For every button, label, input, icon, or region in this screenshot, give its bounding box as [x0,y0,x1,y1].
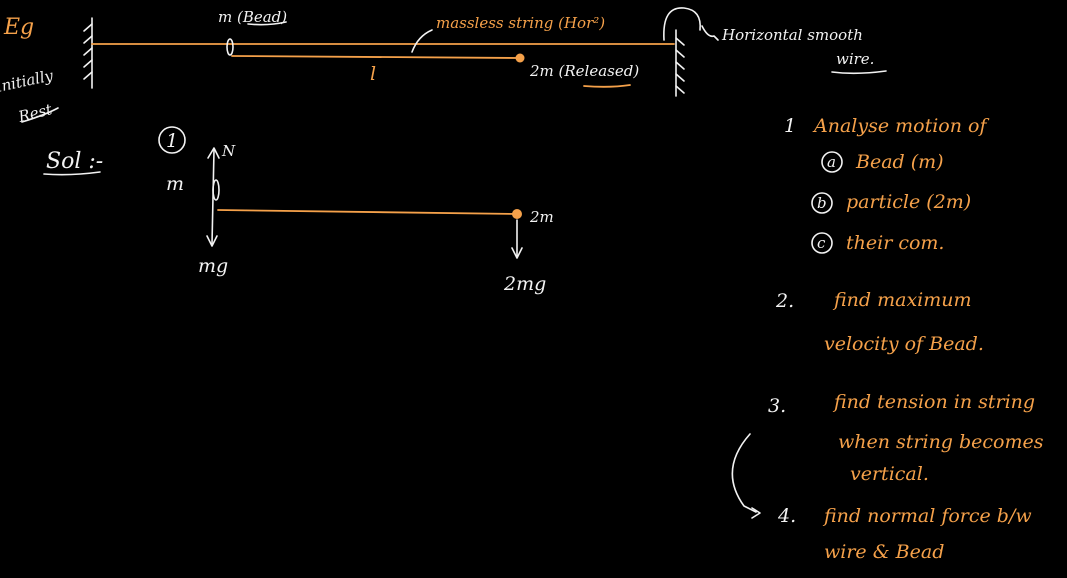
q3-line2: when string becomes [838,431,1044,453]
weight-2m-arrow-icon [511,247,523,259]
wire-pointer-arrow [701,25,719,41]
bead-underline [247,21,287,26]
q1a-tag: a [827,153,836,171]
step-circle [158,126,186,154]
mass-2m-dot [515,53,525,63]
left-wall [83,17,93,89]
weight-m-arrow-icon [206,235,218,247]
q4-number: 4. [777,505,796,527]
q1a-text: Bead (m) [855,151,944,173]
fbd-mass-2m-dot [512,209,522,219]
q1b-circle [811,192,833,214]
q1-number: 1 [784,115,796,137]
group-bracket [731,433,757,513]
wire-underline [831,70,887,75]
mass-2m-label: 2m (Released) [529,62,639,80]
normal-force-label: N [221,142,236,160]
q1-text: Analyse motion of [812,115,989,137]
q3-number: 3. [768,395,786,417]
normal-arrow-icon [207,147,220,159]
q2-line1: find maximum [832,289,972,311]
right-wall [675,29,685,97]
fbd-bead [212,179,220,201]
sol-underline [43,171,101,176]
rest-underline [21,107,59,123]
weight-2m-label: 2mg [503,273,546,295]
q3-line1: find tension in string [832,391,1035,413]
q1b-text: particle (2m) [846,191,971,213]
q4-line1: find normal force b/w [822,505,1032,527]
bead [226,38,234,56]
bracket-arrow-icon [751,507,761,519]
string-pointer-arrow [411,29,433,53]
q1c-tag: c [817,234,826,252]
length-label: l [370,63,376,85]
q4-line2: wire & Bead [824,541,944,563]
fbd-mass-m: m [166,173,184,195]
q1a-circle [821,151,843,173]
q2-number: 2. [775,290,794,312]
string-label: massless string (Hor²) [436,14,605,32]
q2-line2: velocity of Bead. [824,333,984,355]
fbd-string [217,209,518,215]
wire-label-line2: wire. [836,50,874,68]
example-tag: Eg [3,15,34,40]
fbd-mass-2m: 2m [529,208,554,226]
weight-m-label: mg [198,255,228,277]
q1c-circle [811,232,833,254]
solution-label: Sol :- [46,149,103,174]
released-underline [583,84,631,88]
massless-string [231,55,521,59]
step-number: 1 [166,130,178,152]
q1c-text: their com. [846,232,944,254]
wire-label-line1: Horizontal smooth [721,26,863,44]
q1b-tag: b [817,194,827,212]
q3-line3: vertical. [850,463,929,485]
bead-label: m (Bead) [218,8,287,26]
initially-label: initially [0,66,55,96]
wall-bracket [663,7,701,41]
